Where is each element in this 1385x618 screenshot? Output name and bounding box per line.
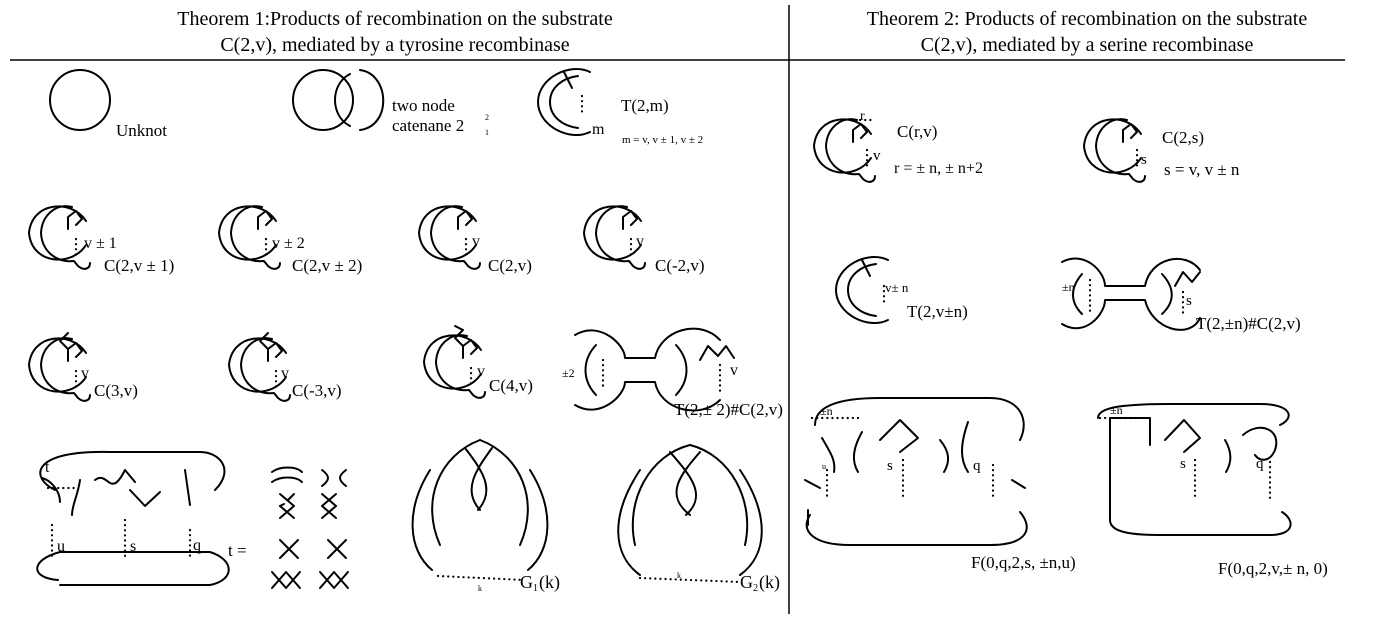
g2k-label-g: G [740, 572, 753, 592]
g2k-label-k: (k) [759, 572, 780, 593]
crv-condition: r = ± n, ± n+2 [894, 160, 983, 177]
family-tusq-diagram [36, 450, 230, 586]
c2v-pm1-label: C(2,v ± 1) [104, 256, 174, 275]
unknot-label: Unknot [116, 121, 167, 140]
f-family-1-diagram [804, 397, 1028, 546]
c2v-pm2-diagram [218, 205, 281, 270]
catenane-label-line1: two node [392, 96, 455, 115]
cm2v-var: v [636, 233, 644, 250]
g2k-label-sub: 2 [753, 583, 758, 594]
f1-s: s [887, 458, 893, 474]
g1k-diagram [411, 439, 549, 582]
c3v-var: v [81, 365, 89, 382]
g1k-label-g: G [520, 572, 533, 592]
c2v-diagram [418, 205, 481, 270]
g2k-k: k [677, 571, 681, 580]
g1k-label-sub: 1 [533, 583, 538, 594]
unknot-diagram [49, 69, 111, 131]
f2-q: q [1256, 456, 1264, 472]
family-t: t [45, 459, 50, 476]
cm3v-label: C(-3,v) [292, 381, 342, 400]
theorem2-title-line2: C(2,v), mediated by a serine recombinase [921, 34, 1254, 56]
t2pm2-right-var: v [730, 362, 738, 379]
f1-label: F(0,q,2,s, ±n,u) [971, 553, 1076, 572]
theorem2-title-line1: Theorem 2: Products of recombination on … [867, 8, 1308, 30]
t2m-condition: m = v, v ± 1, v ± 2 [622, 134, 703, 146]
c2v-label: C(2,v) [488, 256, 532, 275]
family-q: q [193, 537, 201, 554]
torus-t2m-diagram [537, 67, 591, 137]
t2n-sum-c2v-diagram [1061, 257, 1201, 331]
family-u: u [57, 538, 65, 555]
t2m-label: T(2,m) [621, 96, 669, 115]
t2pm2-sum-c2v-diagram [574, 327, 735, 412]
t2vn-diagram [835, 255, 889, 325]
g1k-k: k [478, 584, 482, 593]
family-s: s [130, 538, 136, 555]
t2pm2-sum-label: T(2,± 2)#C(2,v) [674, 400, 783, 419]
t2pm2-left-var: ±2 [562, 366, 575, 380]
f1-q: q [973, 458, 981, 474]
t2n-left-var: ±n [1062, 280, 1075, 294]
cm3v-var: v [281, 365, 289, 382]
f1-n: ±n [820, 404, 833, 418]
catenane-label-sup: 2 [485, 113, 489, 122]
t-equals: t = [228, 541, 247, 560]
t2m-variable: m [592, 121, 605, 138]
f2-s: s [1180, 456, 1186, 472]
crv-diagram [813, 118, 877, 183]
c2v-pm1-var: v ± 1 [84, 235, 117, 252]
cm3v-diagram [228, 332, 291, 402]
f2-n: ±n [1110, 403, 1123, 417]
c2s-label: C(2,s) [1162, 128, 1204, 147]
t2vn-var: v± n [885, 280, 909, 295]
catenane-label-sub: 1 [485, 128, 489, 137]
t2n-sum-label: T(2,±n)#C(2,v) [1196, 314, 1301, 333]
c4v-label: C(4,v) [489, 376, 533, 395]
catenane-label-line2: catenane 2 [392, 116, 464, 135]
c2s-diagram [1083, 118, 1146, 183]
t-tangle-options [271, 466, 349, 589]
c2v-var: v [472, 233, 480, 250]
cm2v-label: C(-2,v) [655, 256, 705, 275]
c2v-pm1-diagram [28, 205, 91, 270]
c4v-diagram [423, 325, 486, 399]
c2s-condition: s = v, v ± n [1164, 160, 1240, 179]
theorem1-title-line2: C(2,v), mediated by a tyrosine recombina… [220, 34, 569, 56]
f1-u: u [822, 462, 826, 471]
g2k-diagram [617, 444, 763, 584]
t2n-right-var: s [1186, 293, 1192, 309]
c3v-diagram [28, 332, 91, 402]
g1k-label-k: (k) [539, 572, 560, 593]
c2s-var: s [1141, 152, 1147, 168]
f-family-2-diagram [1097, 403, 1292, 536]
f2-label: F(0,q,2,v,± n, 0) [1218, 559, 1328, 578]
cm2v-diagram [583, 205, 646, 270]
c3v-label: C(3,v) [94, 381, 138, 400]
c4v-var: v [477, 363, 485, 380]
catenane-diagram [292, 69, 385, 131]
c2v-pm2-label: C(2,v ± 2) [292, 256, 362, 275]
t2vn-label: T(2,v±n) [907, 302, 968, 321]
crv-r: r [860, 109, 865, 124]
c2v-pm2-var: v ± 2 [272, 235, 305, 252]
crv-label: C(r,v) [897, 122, 937, 141]
theorem1-title-line1: Theorem 1:Products of recombination on t… [177, 8, 613, 30]
crv-v: v [873, 148, 881, 164]
